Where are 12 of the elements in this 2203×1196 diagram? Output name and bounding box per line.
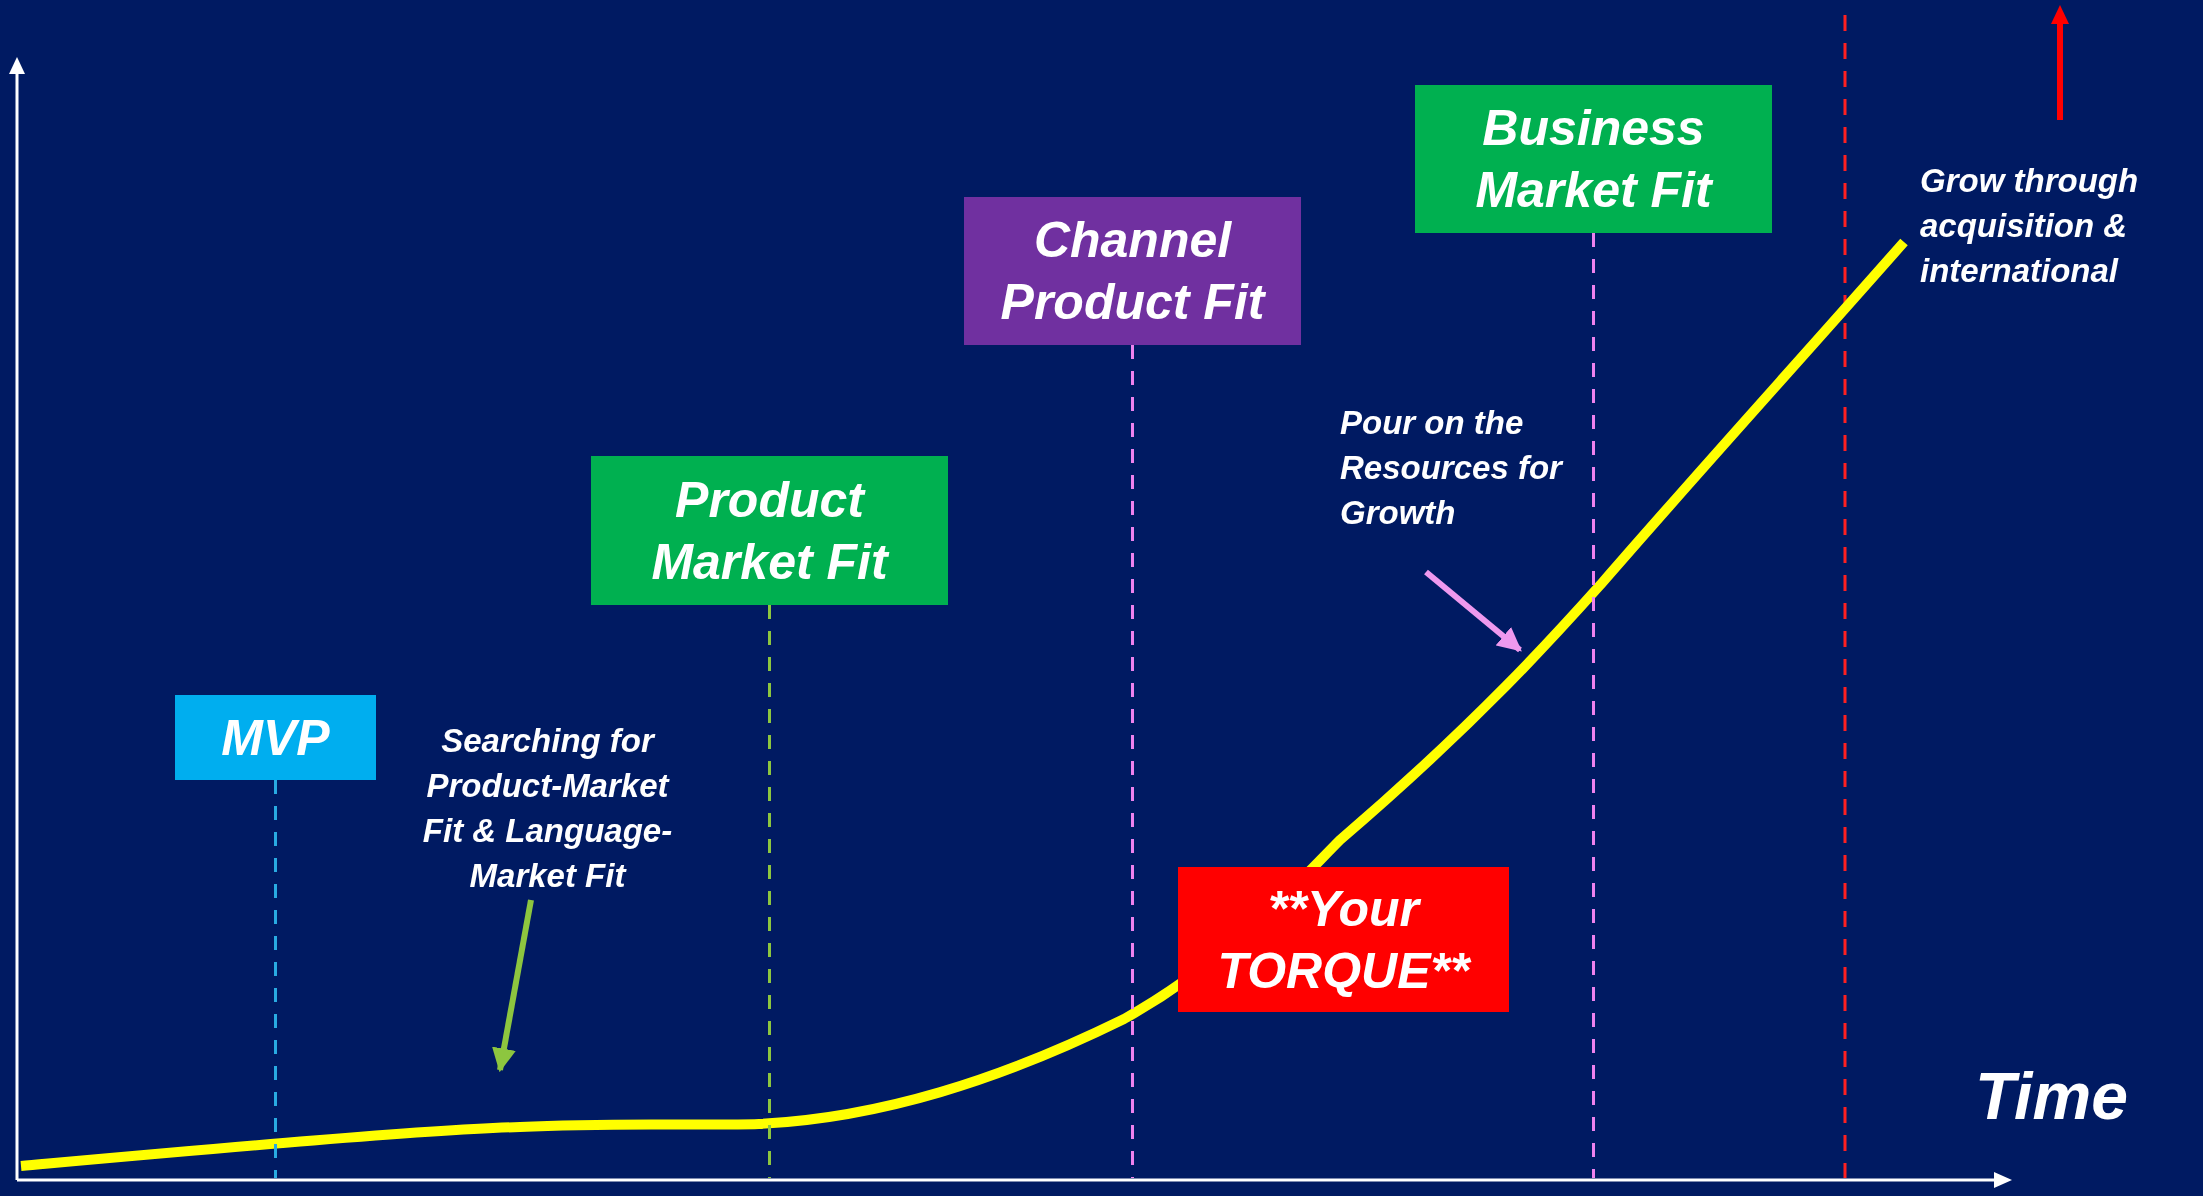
annotation-text: Searching for Product-Market Fit & Language-Market Fit [405, 718, 690, 900]
dashed-line [768, 605, 771, 1178]
arrow [492, 899, 534, 1073]
dashed-line [1131, 345, 1134, 1178]
arrow [1424, 569, 1522, 653]
dashed-line [274, 780, 277, 1178]
axis-label: Time [1975, 1060, 2128, 1132]
dashed-line [1592, 233, 1595, 1178]
annotation-text: Pour on the Resources for Growth [1340, 400, 1610, 572]
milestone-box: Channel Product Fit [964, 197, 1301, 345]
annotation-text: Grow through acquisition & international [1920, 155, 2190, 295]
milestone-box: Business Market Fit [1415, 85, 1772, 233]
